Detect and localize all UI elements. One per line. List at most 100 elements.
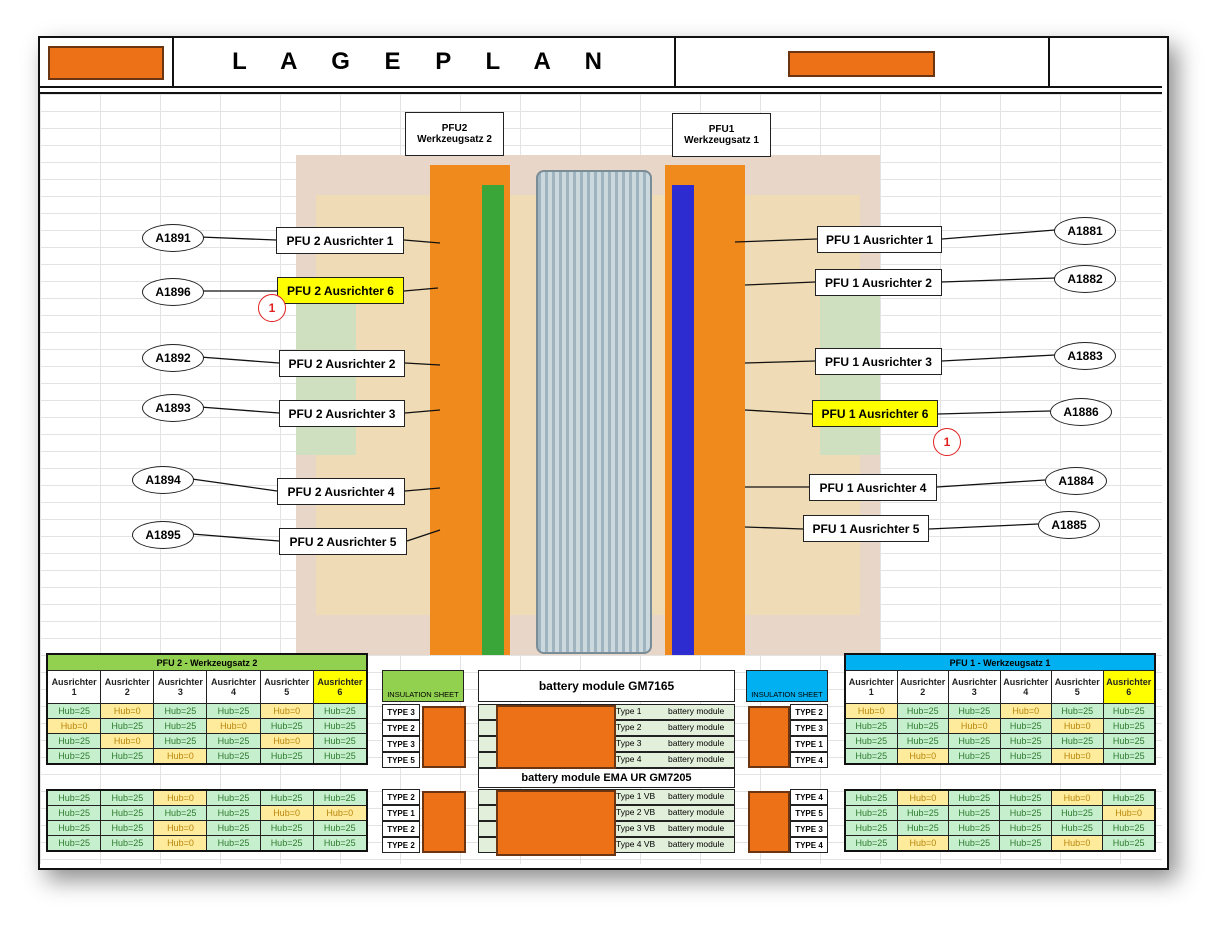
hub-cell: Hub=25 [153, 805, 208, 821]
redacted-info [788, 51, 935, 77]
aligner-label: PFU 2 Ausrichter 1 [276, 227, 404, 254]
hub-cell: Hub=0 [46, 718, 102, 734]
hub-cell: Hub=25 [100, 820, 155, 836]
pfu1-sub: Werkzeugsatz 1 [684, 135, 759, 146]
insulation-type: TYPE 3 [382, 704, 420, 720]
hub-cell: Hub=0 [1051, 748, 1104, 765]
hub-cell: Hub=25 [844, 789, 898, 806]
aligner-label: PFU 1 Ausrichter 5 [803, 515, 929, 542]
hub-cell: Hub=25 [1102, 748, 1156, 765]
hub-cell: Hub=25 [153, 733, 208, 749]
hub-cell: Hub=0 [153, 789, 208, 806]
hub-cell: Hub=25 [999, 789, 1052, 806]
insulation-type: TYPE 4 [790, 789, 828, 805]
page-title: L A G E P L A N [174, 38, 676, 86]
hub-cell: Hub=25 [896, 733, 949, 749]
column-header: Ausrichter 6 [312, 670, 368, 704]
aligner-label: PFU 2 Ausrichter 5 [279, 528, 407, 555]
hub-cell: Hub=25 [1102, 820, 1156, 836]
battery-type: Type 2 VB [616, 807, 656, 817]
equipment-id-oval: A1891 [142, 224, 204, 252]
redacted-part [422, 706, 466, 768]
equipment-id-oval: A1893 [142, 394, 204, 422]
aligner-label: PFU 1 Ausrichter 1 [817, 226, 942, 253]
column-header: Ausrichter 3 [153, 670, 208, 704]
insulation-type: TYPE 3 [382, 736, 420, 752]
battery-module-title: battery module GM7165 [478, 670, 735, 702]
redacted-part [422, 791, 466, 853]
battery-type: Type 3 VB [616, 823, 656, 833]
insulation-type: TYPE 2 [382, 821, 420, 837]
insulation-sheet-header: INSULATION SHEET [746, 670, 828, 702]
hub-cell: Hub=25 [1102, 733, 1156, 749]
equipment-id-oval: A1882 [1054, 265, 1116, 293]
hub-cell: Hub=25 [999, 748, 1052, 765]
hub-cell: Hub=25 [999, 805, 1052, 821]
equipment-id-oval: A1881 [1054, 217, 1116, 245]
hub-cell: Hub=0 [1050, 835, 1104, 852]
battery-module-label: battery module [668, 722, 725, 732]
hub-cell: Hub=25 [46, 789, 102, 806]
hub-cell: Hub=0 [896, 789, 950, 806]
column-header: Ausrichter 2 [100, 670, 155, 704]
hub-cell: Hub=0 [312, 805, 368, 821]
redacted-logo [48, 46, 164, 80]
equipment-id-oval: A1883 [1054, 342, 1116, 370]
hub-cell: Hub=25 [312, 789, 368, 806]
aligner-label: PFU 2 Ausrichter 2 [279, 350, 405, 377]
pfu2-sub: Werkzeugsatz 2 [417, 134, 492, 145]
hub-cell: Hub=25 [259, 789, 314, 806]
aligner-label: PFU 1 Ausrichter 3 [815, 348, 942, 375]
hub-cell: Hub=25 [999, 733, 1052, 749]
hub-cell: Hub=0 [1051, 718, 1104, 734]
header-bar: L A G E P L A N [40, 38, 1162, 88]
battery-module-title: battery module EMA UR GM7205 [478, 768, 735, 788]
hub-cell: Hub=25 [1050, 820, 1104, 836]
hub-cell: Hub=0 [259, 733, 314, 749]
hub-cell: Hub=25 [999, 835, 1052, 852]
insulation-type: TYPE 4 [790, 752, 828, 768]
insulation-type: TYPE 5 [382, 752, 420, 768]
hub-cell: Hub=0 [153, 820, 208, 836]
battery-type: Type 3 [616, 738, 642, 748]
battery-module-label: battery module [668, 738, 725, 748]
hub-cell: Hub=25 [844, 835, 898, 852]
hub-cell: Hub=25 [312, 820, 368, 836]
hub-cell: Hub=0 [100, 703, 155, 719]
hub-cell: Hub=25 [844, 733, 898, 749]
column-header: Ausrichter 4 [999, 670, 1052, 704]
battery-module-drawing [536, 170, 652, 654]
redacted-part [496, 705, 616, 769]
hub-cell: Hub=25 [1102, 718, 1156, 734]
aligner-label: PFU 2 Ausrichter 6 [277, 277, 404, 304]
hub-cell: Hub=25 [46, 703, 102, 719]
hub-cell: Hub=25 [896, 820, 950, 836]
insulation-sheet-header: INSULATION SHEET [382, 670, 464, 702]
table-title-row: PFU 1 - Werkzeugsatz 1 [844, 653, 1156, 671]
insulation-type: TYPE 2 [382, 789, 420, 805]
hub-cell: Hub=25 [100, 805, 155, 821]
battery-type: Type 4 [616, 754, 642, 764]
equipment-id-oval: A1892 [142, 344, 204, 372]
battery-type: Type 2 [616, 722, 642, 732]
hub-cell: Hub=25 [844, 748, 898, 765]
header-info-cell [676, 38, 1050, 86]
hub-cell: Hub=25 [46, 805, 102, 821]
insulation-type: TYPE 5 [790, 805, 828, 821]
hub-cell: Hub=0 [896, 835, 950, 852]
hub-cell: Hub=25 [46, 733, 102, 749]
hub-cell: Hub=25 [206, 789, 261, 806]
